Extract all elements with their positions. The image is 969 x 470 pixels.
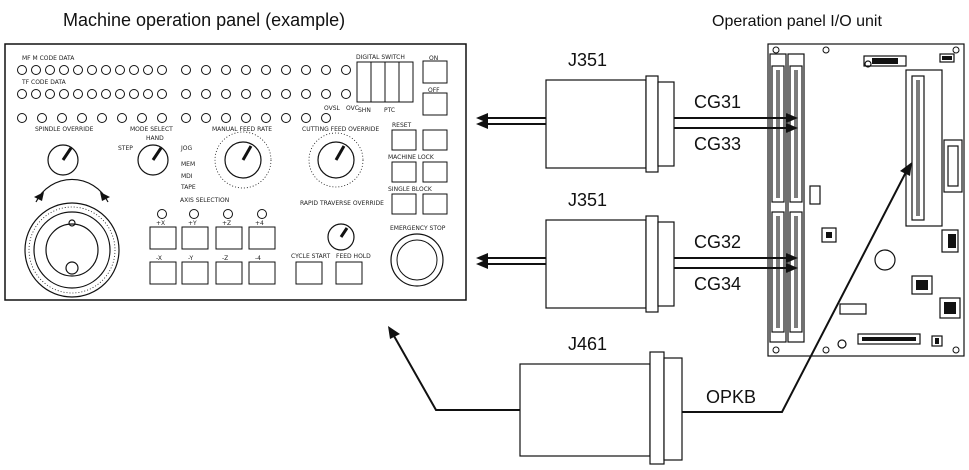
spindle-override-label: SPINDLE OVERRIDE (35, 126, 94, 133)
machine-lock-label: MACHINE LOCK (388, 154, 435, 161)
connector-cg33-label: CG33 (694, 134, 741, 154)
digital-switch-label: DIGITAL SWITCH (356, 54, 405, 61)
jog-key-plus-y: +Y (188, 220, 197, 227)
cable-j461 (520, 352, 682, 464)
hand-label: HAND (146, 135, 164, 142)
jog-label: JOG (180, 145, 192, 152)
cycle-start-label: CYCLE START (291, 253, 330, 260)
shn-label: SHN (358, 107, 371, 114)
mode-select-label: MODE SELECT (130, 126, 173, 133)
cable-j351-upper (546, 76, 674, 172)
cable-j351-upper-label: J351 (568, 50, 607, 70)
reset-label: RESET (392, 122, 412, 129)
arrowheads-to-io-unit (786, 113, 912, 273)
machine-panel-title: Machine operation panel (example) (63, 10, 345, 30)
cable-j351-lower (546, 216, 674, 312)
jog-key-minus-z: -Z (222, 255, 228, 262)
connector-cg32-label: CG32 (694, 232, 741, 252)
ovsl-label: OVSL (324, 105, 341, 112)
rapid-override-label: RAPID TRAVERSE OVERRIDE (300, 200, 384, 207)
cutting-feed-label: CUTTING FEED OVERRIDE (302, 126, 379, 133)
connector-opkb-label: OPKB (706, 387, 756, 407)
connector-cg31-label: CG31 (694, 92, 741, 112)
jog-key-minus-x: -X (156, 255, 162, 262)
tape-label: TAPE (180, 184, 196, 191)
jog-key-plus-4: +4 (255, 220, 264, 227)
mf-mcode-label: MF M CODE DATA (22, 55, 75, 62)
connector-cg34-label: CG34 (694, 274, 741, 294)
axis-selection-label: AXIS SELECTION (180, 197, 229, 204)
mem-label: MEM (181, 161, 195, 168)
io-unit-title: Operation panel I/O unit (712, 13, 882, 30)
on-label: ON (429, 55, 438, 62)
tf-code-label: TF CODE DATA (21, 79, 67, 86)
machine-operation-panel: MF M CODE DATA TF CODE DATA OVSL OVC DIG… (5, 44, 466, 300)
step-label: STEP (118, 145, 133, 152)
ovc-label: OVC (346, 105, 359, 112)
off-label: OFF (428, 87, 440, 94)
cable-j351-lower-label: J351 (568, 190, 607, 210)
ptc-label: PTC (384, 107, 395, 114)
manual-feed-label: MANUAL FEED RATE (212, 126, 272, 133)
emergency-stop-label: EMERGENCY STOP (390, 225, 446, 232)
cable-j461-label: J461 (568, 334, 607, 354)
jog-key-plus-x: +X (156, 220, 165, 227)
feed-hold-label: FEED HOLD (336, 253, 371, 260)
jog-key-minus-y: -Y (188, 255, 193, 262)
jog-key-minus-4: -4 (255, 255, 261, 262)
jog-key-plus-z: +Z (222, 220, 231, 227)
single-block-label: SINGLE BLOCK (388, 186, 433, 193)
io-unit-pins (776, 56, 956, 344)
mdi-label: MDI (181, 173, 193, 180)
